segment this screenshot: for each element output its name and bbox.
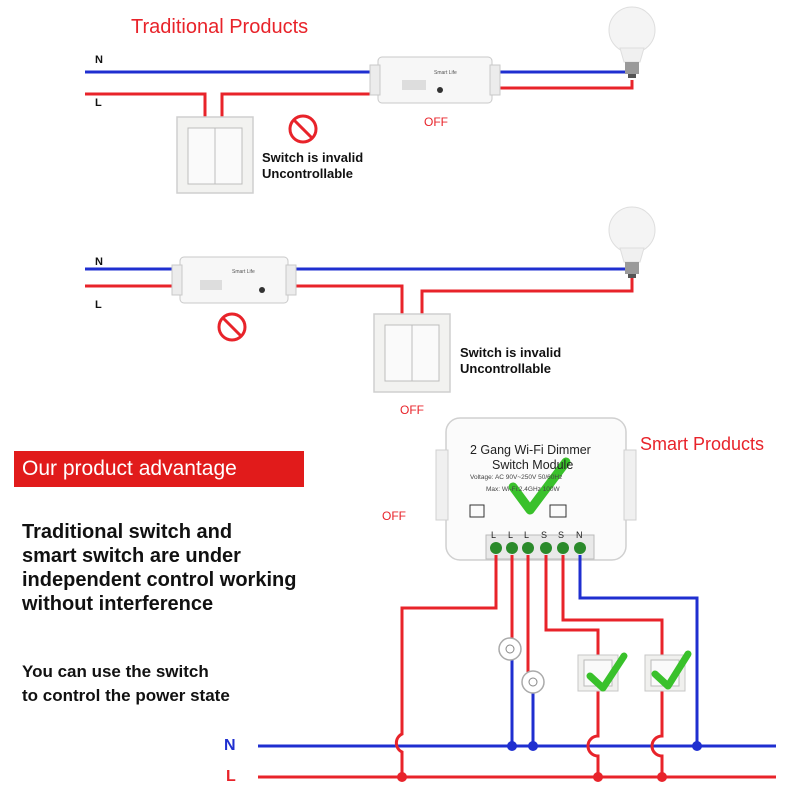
neutral-label-1: N xyxy=(95,54,103,66)
state-off-1: OFF xyxy=(424,115,448,129)
svg-text:Smart Life: Smart Life xyxy=(232,269,255,275)
switch2-wire-a xyxy=(561,555,664,660)
check-icon-switch-2 xyxy=(651,650,692,690)
switch1-wire-a xyxy=(544,555,600,660)
check-icon-switch-1 xyxy=(586,652,628,692)
state-off-3: OFF xyxy=(382,509,406,523)
module-title-line2: Switch Module xyxy=(492,458,574,472)
live-wire-1c xyxy=(490,80,634,90)
switch-invalid-note-2a: Switch is invalid xyxy=(460,345,562,360)
terminal-label-s2: S xyxy=(558,530,565,540)
smart-products-title: Smart Products xyxy=(640,434,765,454)
module-title-line1: 2 Gang Wi-Fi Dimmer xyxy=(470,443,591,457)
terminal-label-s1: S xyxy=(541,530,548,540)
smart-relay-module-1: Smart Life xyxy=(369,56,501,104)
hint-text: You can use the switch to control the po… xyxy=(22,660,230,708)
live-feed xyxy=(394,555,498,777)
neutral-feed xyxy=(578,555,699,746)
switch-invalid-note-2b: Uncontrollable xyxy=(460,361,552,376)
hint-line: You can use the switch xyxy=(22,662,209,681)
neutral-label-2: N xyxy=(95,256,103,268)
smart-section xyxy=(258,417,776,782)
smart-relay-module-2: Smart Life xyxy=(171,256,297,304)
junction-dot xyxy=(397,772,407,782)
advantage-line: without interference xyxy=(22,593,214,615)
live-wire-2c xyxy=(420,277,634,316)
junction-dot xyxy=(593,772,603,782)
dimmer-module xyxy=(435,417,637,561)
junction-dot xyxy=(507,741,517,751)
switch-invalid-note-1a: Switch is invalid xyxy=(262,150,364,165)
svg-text:Smart Life: Smart Life xyxy=(434,70,457,76)
live-bus-label: L xyxy=(226,768,236,785)
traditional-products-title: Traditional Products xyxy=(131,16,309,38)
module-voltage: Voltage: AC 90V~250V 50/60Hz xyxy=(470,474,563,481)
advantage-line: independent control working xyxy=(22,569,297,591)
scenario-2: Smart Life xyxy=(85,206,656,393)
junction-dot xyxy=(528,741,538,751)
hint-line: to control the power state xyxy=(22,686,230,705)
advantage-banner: Our product advantage xyxy=(14,451,304,487)
advantage-line: smart switch are under xyxy=(22,545,241,567)
switch2-wire-b xyxy=(650,690,664,777)
advantage-text: Traditional switch and smart switch are … xyxy=(22,520,296,616)
terminal-label-l2: L xyxy=(508,530,514,540)
switch-invalid-note-1b: Uncontrollable xyxy=(262,166,354,181)
lamp-icon-2 xyxy=(521,670,545,694)
wall-switch-1 xyxy=(176,116,254,194)
wall-switch-2 xyxy=(373,313,451,393)
prohibited-icon-1 xyxy=(288,114,318,144)
live-label-1: L xyxy=(95,97,102,109)
live-wire-1 xyxy=(85,92,207,118)
junction-dot xyxy=(657,772,667,782)
lamp-icon-1 xyxy=(498,637,522,661)
check-icon-module xyxy=(508,457,571,515)
live-wire-1b xyxy=(220,92,380,118)
light-bulb-icon-1 xyxy=(608,6,656,78)
live-wire-2b xyxy=(288,284,404,316)
advantage-line: Traditional switch and xyxy=(22,521,233,543)
light-bulb-icon-2 xyxy=(608,206,656,278)
scenario-1: Smart Life xyxy=(85,6,656,194)
prohibited-icon-2 xyxy=(217,312,247,342)
junction-dot xyxy=(692,741,702,751)
module-wifi: Max: Wi-Fi:2.4GHz 100W xyxy=(486,486,560,493)
neutral-bus-label: N xyxy=(224,737,236,754)
switch1-wire-b xyxy=(586,690,600,777)
terminal-label-l3: L xyxy=(524,530,530,540)
terminal-label-l1: L xyxy=(491,530,497,540)
terminal-label-n: N xyxy=(576,530,583,540)
state-off-2: OFF xyxy=(400,403,424,417)
live-label-2: L xyxy=(95,299,102,311)
